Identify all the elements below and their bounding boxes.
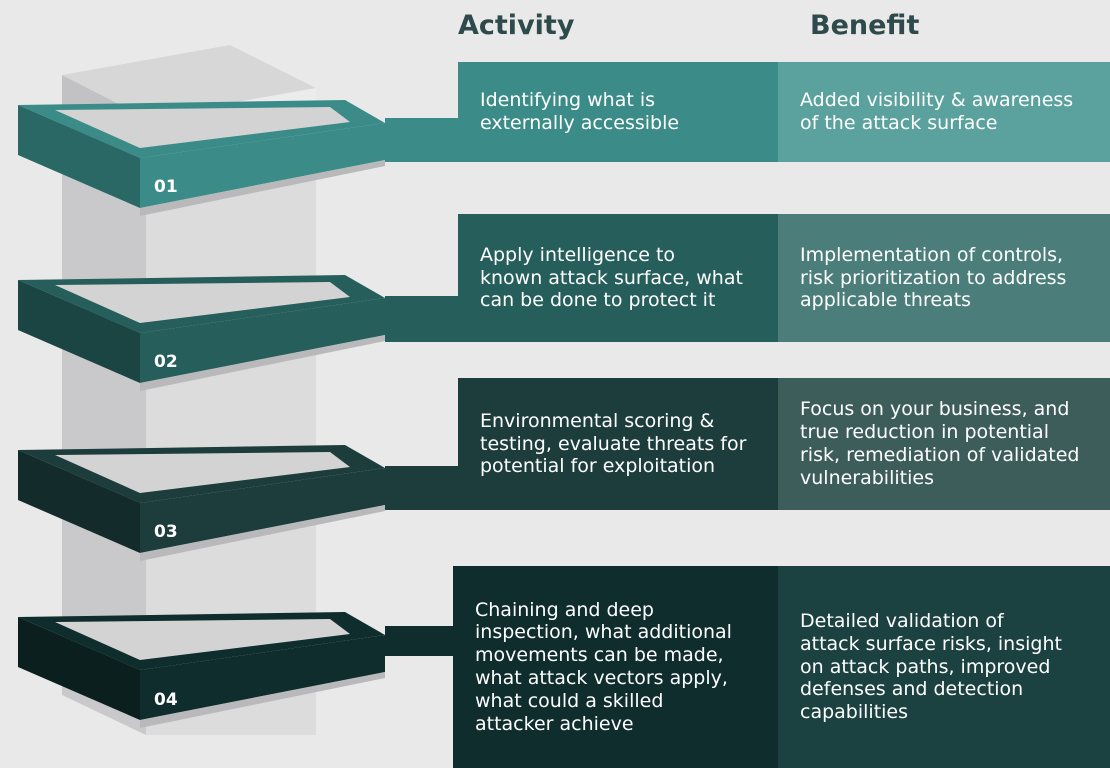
stage-1-collar-hole [55,107,350,148]
stage-1-collar-front [140,123,385,208]
stage-4-collar-shadow [140,672,385,728]
stage-2-collar-hole [55,282,350,323]
stage-3-number: 03 [154,522,178,542]
benefit-heading: Benefit [810,10,920,41]
activity-heading: Activity [458,10,575,41]
stage-4-collar-left [18,617,140,720]
stage-1-activity: Identifying what is externally accessibl… [458,62,778,162]
stage-1-connector [385,118,458,162]
stage-1-collar-shadow [140,160,385,216]
stage-3-collar-shadow [140,505,385,561]
stage-3-benefit: Focus on your business, and true reducti… [778,378,1110,510]
stage-2-collar-front [140,298,385,383]
stage-1-benefit: Added visibility & awareness of the atta… [778,62,1110,162]
stage-4-number: 04 [154,690,178,710]
stage-2-activity: Apply intelligence to known attack surfa… [458,214,778,342]
stage-3-connector [385,466,458,510]
stage-3-collar-left [18,450,140,553]
pillar-top-face [62,45,316,118]
stage-4-benefit: Detailed validation of attack surface ri… [778,566,1110,768]
stage-4-connector [385,626,453,656]
stage-2-benefit: Implementation of controls, risk priorit… [778,214,1110,342]
stage-4-collar-front [140,635,385,720]
stage-3-collar-hole [55,452,350,493]
stage-2-number: 02 [154,352,178,372]
stage-2-connector [385,296,458,342]
stage-2-collar-left [18,280,140,383]
stage-3-activity: Environmental scoring & testing, evaluat… [458,378,778,510]
stage-3-collar-front [140,468,385,553]
stage-4-collar-hole [55,619,350,660]
stage-2-collar-shadow [140,335,385,391]
stage-1-collar-left [18,105,140,208]
stage-4-activity: Chaining and deep inspection, what addit… [453,566,778,768]
stage-1-number: 01 [154,177,178,197]
